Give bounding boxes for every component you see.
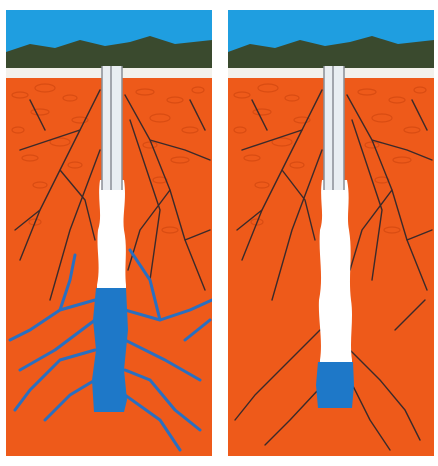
borehole-open xyxy=(97,180,126,300)
water-column xyxy=(316,362,354,408)
panel-left xyxy=(6,10,212,456)
well-casing xyxy=(102,66,122,190)
borehole-open xyxy=(319,180,352,370)
panel-right xyxy=(228,10,434,456)
water-column xyxy=(92,288,128,412)
well-casing xyxy=(324,66,344,190)
